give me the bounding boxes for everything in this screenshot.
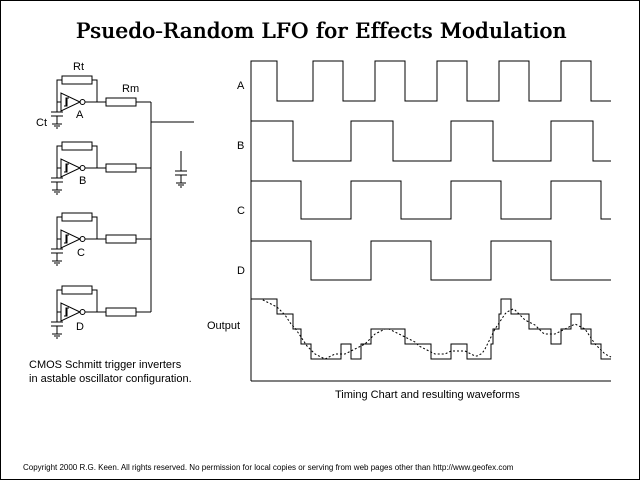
output-staircase <box>251 298 611 360</box>
waveform-c <box>250 180 611 220</box>
channel-label-d: D <box>237 265 245 277</box>
channel-label-a: A <box>237 80 245 92</box>
osc-a-hysteresis-symbol <box>64 97 69 107</box>
output-label: Output <box>207 320 241 332</box>
waveform-a <box>250 60 611 102</box>
osc-b-rt-right-wire <box>92 145 98 168</box>
osc-d-rt-left-wire <box>56 289 62 312</box>
label-ct: Ct <box>36 117 47 129</box>
oscillator-label-d: D <box>76 321 84 333</box>
waveform-d <box>250 240 611 281</box>
osc-d-rt-right-wire <box>92 289 98 312</box>
channel-label-c: C <box>237 205 245 217</box>
oscillator-label-a: A <box>76 109 84 121</box>
osc-c-hysteresis-symbol <box>64 234 69 244</box>
osc-c-rt-right-wire <box>92 216 98 239</box>
osc-a-rt-right-wire <box>92 79 98 102</box>
page-title: Psuedo-Random LFO for Effects Modulation <box>75 19 567 43</box>
osc-d-hysteresis-symbol <box>64 307 69 317</box>
timing-caption: Timing Chart and resulting waveforms <box>335 389 520 401</box>
osc-a-rt-left-wire <box>56 79 62 102</box>
oscillator-label-b: B <box>79 175 87 187</box>
osc-b-rt-left-wire <box>56 145 62 168</box>
label-rt: Rt <box>73 61 84 73</box>
label-rm: Rm <box>122 83 140 95</box>
copyright-notice: Copyright 2000 R.G. Keen. All rights res… <box>23 463 514 472</box>
circuit-caption-line1: CMOS Schmitt trigger inverters <box>29 359 182 371</box>
channel-label-b: B <box>237 140 245 152</box>
oscillator-label-c: C <box>77 247 85 259</box>
osc-b-hysteresis-symbol <box>64 163 69 173</box>
waveform-b <box>250 120 611 162</box>
osc-c-rt-left-wire <box>56 216 62 239</box>
circuit-caption-line2: in astable oscillator configuration. <box>29 373 192 385</box>
output-smoothed <box>251 298 612 360</box>
